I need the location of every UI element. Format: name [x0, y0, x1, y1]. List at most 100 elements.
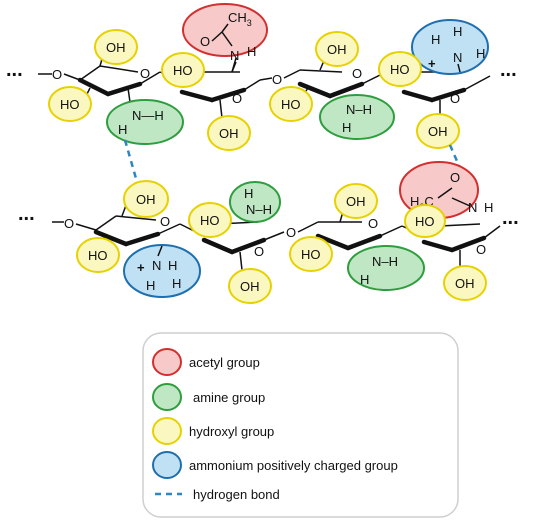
svg-text:HO: HO	[173, 63, 193, 78]
legend-label-amine: amine group	[193, 390, 265, 405]
svg-text:OH: OH	[346, 194, 366, 209]
top-hydroxyl-1: OH	[94, 29, 138, 65]
svg-text:OH: OH	[327, 42, 347, 57]
legend-item-acetyl: acetyl group	[152, 348, 260, 376]
top-ammonium-ellipse	[411, 19, 489, 75]
svg-text:OH: OH	[455, 276, 475, 291]
bottom-ammonium-h2: H	[146, 278, 155, 293]
top-ring-1: O	[77, 45, 161, 103]
bottom-acetyl-group: H3C O N H	[399, 161, 493, 219]
legend-swatch-ammonium	[152, 451, 182, 479]
bottom-amine-group-1: H N–H	[229, 181, 281, 223]
top-hydroxyl-2: HO	[48, 86, 92, 122]
legend-label-ammonium: ammonium positively charged group	[189, 458, 398, 473]
top-ring-4-oxygen: O	[450, 91, 460, 106]
bottom-ring-2-oxygen: O	[254, 244, 264, 259]
top-chain: ... ... O O	[6, 3, 517, 151]
bottom-amine-ellipse-1	[229, 181, 281, 223]
top-lead-oxygen: O	[52, 67, 62, 82]
bottom-ring-3-oxygen: O	[368, 216, 378, 231]
bottom-amine-1-nh: N–H	[246, 202, 272, 217]
svg-text:OH: OH	[136, 192, 156, 207]
bottom-hydroxyl-7: HO	[404, 204, 446, 238]
hydrogen-bond-left	[123, 139, 139, 183]
bottom-chain: ... ... O O O O	[18, 161, 519, 304]
bottom-lead-oxygen: O	[64, 216, 74, 231]
bottom-hydroxyl-2: HO	[76, 237, 120, 273]
bottom-amine-2-nh: N–H	[372, 254, 398, 269]
top-ring-3: O	[283, 55, 383, 101]
top-hydroxyl-6: HO	[269, 86, 313, 122]
bottom-ammonium-h3: H	[172, 276, 181, 291]
bottom-hydroxyl-4: OH	[228, 268, 272, 304]
top-amine-2-nh: N–H	[346, 102, 372, 117]
top-acetyl-methyl: CH3	[228, 10, 252, 28]
bottom-ammonium-h1: H	[168, 258, 177, 273]
legend-item-ammonium: ammonium positively charged group	[152, 451, 398, 479]
svg-text:OH: OH	[428, 124, 448, 139]
legend: acetyl group amine group hydroxyl group …	[142, 332, 459, 518]
svg-text:HO: HO	[200, 213, 220, 228]
top-glyco-oxygen: O	[272, 72, 282, 87]
svg-text:HO: HO	[415, 214, 435, 229]
top-ammonium-h3: H	[476, 46, 485, 61]
top-ammonium-h2: H	[453, 24, 462, 39]
top-acetyl-ellipse	[182, 3, 268, 57]
bottom-amine-1-h-top: H	[244, 186, 253, 201]
bottom-right-ellipsis: ...	[502, 207, 519, 229]
top-hydroxyl-8: OH	[416, 113, 460, 149]
bottom-acetyl-h: H	[484, 200, 493, 215]
bottom-glyco-oxygen: O	[286, 225, 296, 240]
top-hydroxyl-4: OH	[207, 115, 251, 151]
bottom-amine-ellipse-2	[347, 245, 425, 291]
top-left-ellipsis: ...	[6, 59, 23, 81]
bottom-ammonium-plus: +	[137, 260, 145, 275]
bottom-ring-4-oxygen: O	[476, 242, 486, 257]
svg-text:OH: OH	[106, 40, 126, 55]
top-ammonium-n: N	[453, 50, 462, 65]
bottom-acetyl-oxygen: O	[450, 170, 460, 185]
bottom-ammonium-n: N	[152, 258, 161, 273]
top-ring-1-oxygen: O	[140, 66, 150, 81]
top-lead-bond-2	[63, 73, 81, 81]
bottom-hydroxyl-3: HO	[188, 202, 232, 238]
legend-label-acetyl: acetyl group	[189, 355, 260, 370]
top-amine-1-h: H	[118, 122, 127, 137]
top-right-ellipsis: ...	[500, 59, 517, 81]
top-acetyl-n: N	[230, 48, 239, 63]
legend-swatch-acetyl	[152, 348, 182, 376]
top-ammonium-h1: H	[431, 32, 440, 47]
bottom-ammonium-group: + N H H H	[123, 244, 201, 298]
legend-swatch-hydroxyl	[152, 417, 182, 445]
svg-text:HO: HO	[60, 97, 80, 112]
bottom-amine-2-h: H	[360, 272, 369, 287]
legend-swatch-amine	[152, 383, 182, 411]
bottom-amine-group-2: N–H H	[347, 245, 425, 291]
bottom-hydroxyl-1: OH	[123, 180, 169, 218]
svg-text:OH: OH	[219, 126, 239, 141]
top-amine-ellipse-1	[106, 99, 184, 145]
bottom-hydroxyl-8: OH	[443, 265, 487, 301]
bottom-ring-1-oxygen: O	[160, 214, 170, 229]
top-hydroxyl-7: HO	[378, 51, 422, 87]
top-acetyl-group: CH3 O N H	[182, 3, 268, 73]
bottom-ammonium-ellipse	[123, 244, 201, 298]
legend-item-hbond: hydrogen bond	[155, 487, 280, 502]
hydrogen-bond-right	[448, 144, 462, 169]
svg-text:HO: HO	[390, 62, 410, 77]
top-hydroxyl-3: HO	[161, 52, 205, 88]
bottom-ring-2: O O	[179, 221, 296, 279]
svg-text:OH: OH	[240, 279, 260, 294]
top-ammonium-plus: +	[428, 56, 436, 71]
legend-item-hydroxyl: hydroxyl group	[152, 417, 274, 445]
top-amine-1-nh: N—H	[132, 108, 164, 123]
legend-label-hydroxyl: hydroxyl group	[189, 424, 274, 439]
legend-item-amine: amine group	[152, 383, 265, 411]
top-amine-group-2: N–H H	[319, 94, 395, 140]
top-amine-group-1: N—H H	[106, 99, 184, 145]
top-ammonium-group: H H N H +	[411, 19, 489, 75]
bottom-left-ellipsis: ...	[18, 203, 35, 225]
top-ring-3-oxygen: O	[352, 66, 362, 81]
svg-text:HO: HO	[301, 247, 321, 262]
bottom-hydroxyl-5: OH	[334, 183, 378, 219]
